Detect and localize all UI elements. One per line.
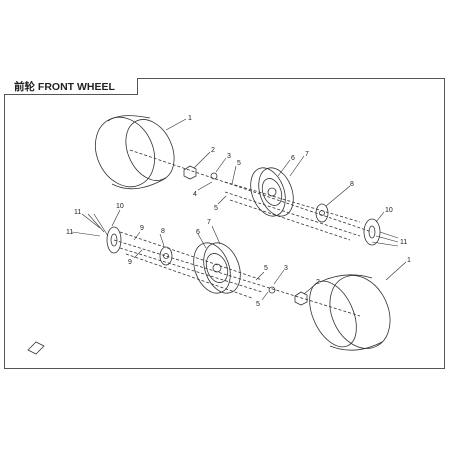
callout-8a: 8 bbox=[350, 181, 354, 188]
callout-10a: 10 bbox=[385, 207, 393, 214]
hubcap-upper bbox=[183, 165, 197, 180]
callout-5a: 5 bbox=[237, 160, 241, 167]
callout-6b: 6 bbox=[196, 229, 200, 236]
callout-1b: 1 bbox=[407, 257, 411, 264]
callout-2a: 2 bbox=[211, 147, 215, 154]
callout-5d: 5 bbox=[256, 301, 260, 308]
callout-6a: 6 bbox=[291, 155, 295, 162]
callout-9b: 9 bbox=[128, 259, 132, 266]
callout-3b: 3 bbox=[284, 265, 288, 272]
callout-2b: 2 bbox=[316, 279, 320, 286]
callout-11a: 11 bbox=[400, 239, 407, 246]
callout-8b: 8 bbox=[161, 228, 165, 235]
callout-5c: 5 bbox=[264, 265, 268, 272]
rim-lower bbox=[193, 242, 241, 294]
callout-7a: 7 bbox=[305, 151, 309, 158]
callout-labels: 1 2 3 4 5 5 6 7 8 10 11 11 11 10 9 9 8 6… bbox=[66, 115, 411, 308]
diagram-frame bbox=[4, 78, 445, 369]
hub-upper bbox=[315, 203, 329, 223]
stud-lines-lower bbox=[113, 231, 361, 317]
callout-3a: 3 bbox=[227, 153, 231, 160]
hub-lower bbox=[159, 246, 173, 266]
leader-lines bbox=[71, 118, 407, 301]
callout-11b: 11 bbox=[74, 209, 81, 216]
stud-lines-upper bbox=[129, 149, 373, 241]
tire-lower-right bbox=[309, 274, 391, 351]
nut-lower bbox=[268, 286, 276, 294]
rim-upper bbox=[250, 167, 294, 217]
callout-10b: 10 bbox=[116, 203, 124, 210]
callout-4a: 4 bbox=[193, 191, 197, 198]
title-box: 前轮 FRONT WHEEL bbox=[4, 78, 138, 95]
nut-upper bbox=[210, 172, 218, 180]
hubcap-lower bbox=[294, 291, 308, 306]
brake-disc-left bbox=[106, 226, 122, 254]
tire-upper-left bbox=[95, 115, 175, 190]
callout-11c: 11 bbox=[66, 229, 73, 236]
callout-1a: 1 bbox=[188, 115, 192, 122]
callout-5b: 5 bbox=[214, 205, 218, 212]
orientation-logo bbox=[27, 341, 45, 355]
callout-7b: 7 bbox=[207, 219, 211, 226]
callout-9a: 9 bbox=[140, 225, 144, 232]
diagram-title: 前轮 FRONT WHEEL bbox=[14, 81, 115, 93]
